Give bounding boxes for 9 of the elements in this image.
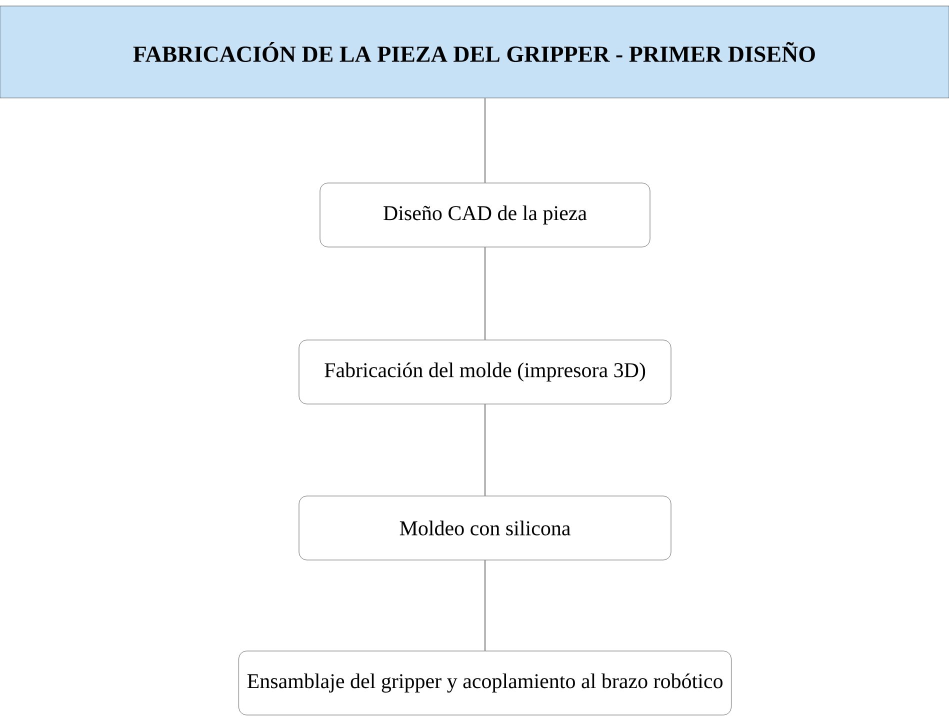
connector-line [484,560,486,652]
connector-line [484,98,486,184]
process-box: Moldeo con silicona [298,496,672,560]
connector-line [484,404,486,496]
process-box: Fabricación del molde (impresora 3D) [298,340,672,404]
process-box: Ensamblaje del gripper y acoplamiento al brazo robótico [238,650,732,716]
title-banner: FABRICACIÓN DE LA PIEZA DEL GRIPPER - PRIMER DISEÑO [0,6,949,98]
connector-line [484,246,486,340]
process-box: Diseño CAD de la pieza [320,182,650,248]
